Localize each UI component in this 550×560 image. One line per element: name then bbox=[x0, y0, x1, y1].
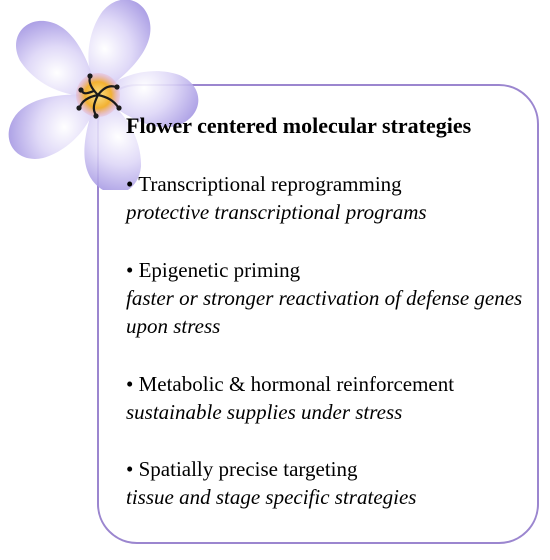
bullet: • bbox=[126, 258, 134, 282]
strategy-description: sustainable supplies under stress bbox=[126, 400, 403, 424]
bullet: • bbox=[126, 372, 134, 396]
bullet: • bbox=[126, 457, 134, 481]
strategy-heading: • Spatially precise targeting bbox=[126, 455, 531, 483]
strategy-item-spatial: • Spatially precise targeting tissue and… bbox=[126, 455, 531, 511]
strategy-heading: • Transcriptional reprogramming bbox=[126, 170, 531, 198]
strategy-heading: • Metabolic & hormonal reinforcement bbox=[126, 370, 531, 398]
strategy-heading-text: Metabolic & hormonal reinforcement bbox=[138, 372, 455, 396]
strategy-description: tissue and stage specific strategies bbox=[126, 485, 417, 509]
strategy-heading: • Epigenetic priming bbox=[126, 256, 531, 284]
card-title: Flower centered molecular strategies bbox=[126, 113, 472, 138]
strategy-description: protective transcriptional programs bbox=[126, 200, 427, 224]
strategy-heading-text: Transcriptional reprogramming bbox=[138, 172, 402, 196]
strategy-item-metabolic: • Metabolic & hormonal reinforcement sus… bbox=[126, 370, 531, 426]
strategies-card bbox=[97, 84, 539, 544]
strategy-heading-text: Spatially precise targeting bbox=[138, 457, 358, 481]
strategy-heading-text: Epigenetic priming bbox=[138, 258, 301, 282]
strategy-description: faster or stronger reactivation of defen… bbox=[126, 286, 523, 338]
bullet: • bbox=[126, 172, 134, 196]
flower-icon bbox=[8, 0, 199, 190]
strategy-item-transcriptional: • Transcriptional reprogramming protecti… bbox=[126, 170, 531, 226]
strategy-item-epigenetic: • Epigenetic priming faster or stronger … bbox=[126, 256, 531, 340]
